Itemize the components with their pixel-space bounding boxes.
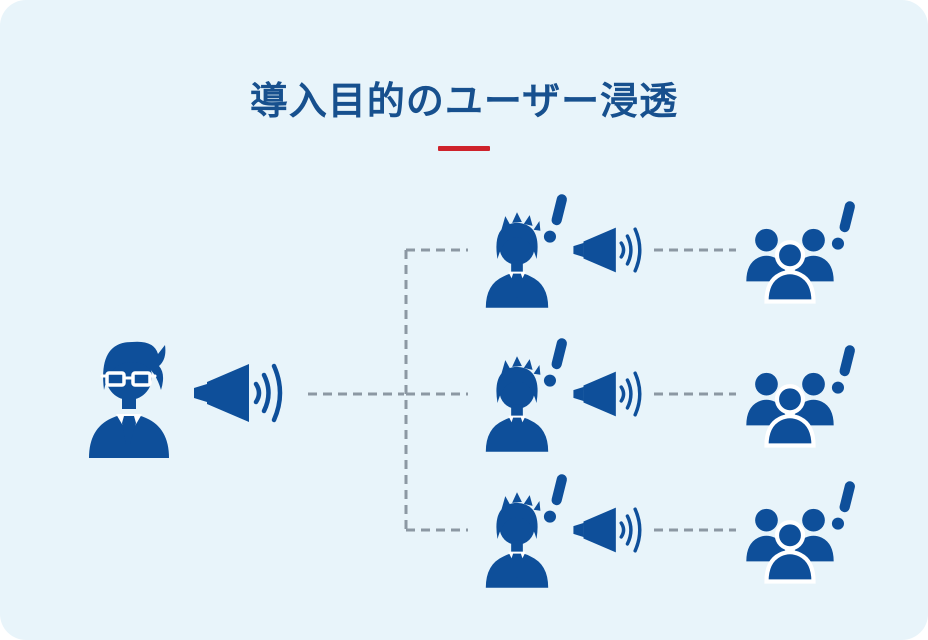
title-underline-accent	[438, 146, 490, 151]
megaphone-icon	[194, 363, 283, 423]
manager-with-glasses-icon	[89, 341, 169, 458]
page-title: 導入目的のユーザー浸透	[249, 81, 679, 123]
glasses	[100, 371, 157, 387]
